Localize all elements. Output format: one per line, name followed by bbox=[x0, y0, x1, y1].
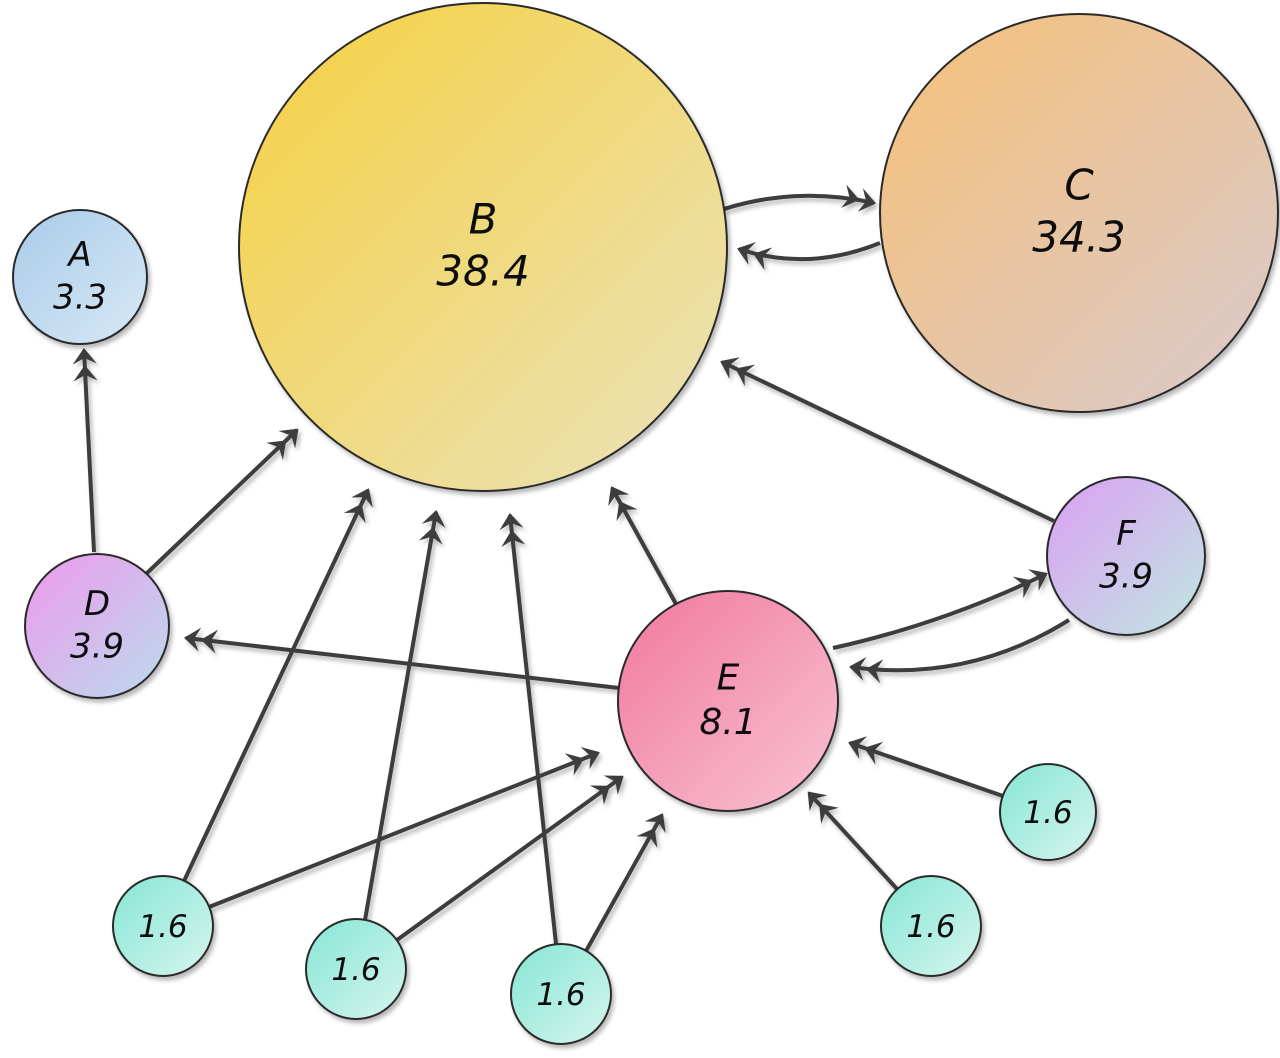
edge-E-F bbox=[832, 569, 1048, 650]
node-value-S3: 1.6 bbox=[536, 977, 585, 1013]
edge-S2-E bbox=[395, 775, 624, 942]
node-value-S2: 1.6 bbox=[331, 952, 380, 988]
node-label-C: C bbox=[1064, 161, 1094, 210]
node-circle-D bbox=[24, 553, 170, 699]
edge-S2-B bbox=[363, 510, 446, 921]
node-circle-A bbox=[12, 209, 148, 345]
node-value-S1: 1.6 bbox=[138, 909, 187, 945]
node-label-E: E bbox=[717, 657, 740, 698]
node-value-S4: 1.6 bbox=[906, 909, 955, 945]
edge-C-B bbox=[737, 241, 881, 271]
node-circle-F bbox=[1046, 476, 1206, 636]
node-circle-S4 bbox=[880, 875, 982, 977]
edge-S1-B bbox=[182, 488, 373, 882]
edge-B-C bbox=[723, 184, 876, 212]
node-B: B38.4 bbox=[238, 2, 728, 492]
node-label-B: B bbox=[469, 195, 498, 244]
node-label-A: A bbox=[66, 235, 91, 275]
node-D: D3.9 bbox=[24, 553, 170, 699]
node-value-C: 34.3 bbox=[1032, 213, 1126, 262]
node-circle-S3 bbox=[510, 943, 612, 1045]
edge-S1-E bbox=[208, 746, 600, 909]
node-A: A3.3 bbox=[12, 209, 148, 345]
edge-S3-B bbox=[499, 513, 558, 945]
edge-D-A bbox=[72, 348, 98, 553]
node-label-F: F bbox=[1116, 514, 1136, 554]
nodes-layer: A3.3B38.4C34.3D3.9E8.1F3.91.61.61.61.61.… bbox=[12, 2, 1279, 1045]
edge-E-B bbox=[608, 486, 678, 605]
node-F: F3.9 bbox=[1046, 476, 1206, 636]
node-value-S5: 1.6 bbox=[1023, 795, 1072, 831]
node-circle-C bbox=[879, 13, 1279, 413]
edge-F-B bbox=[720, 357, 1055, 523]
node-S1: 1.6 bbox=[112, 875, 214, 977]
edge-E-D bbox=[184, 627, 620, 690]
node-S3: 1.6 bbox=[510, 943, 612, 1045]
node-circle-B bbox=[238, 2, 728, 492]
node-value-B: 38.4 bbox=[436, 247, 530, 296]
node-S4: 1.6 bbox=[880, 875, 982, 977]
edges-layer bbox=[72, 184, 1071, 952]
edge-S4-E bbox=[807, 791, 899, 891]
node-value-D: 3.9 bbox=[70, 626, 124, 666]
node-value-A: 3.3 bbox=[53, 277, 107, 317]
edge-F-E bbox=[849, 618, 1071, 684]
node-circle-S5 bbox=[999, 763, 1097, 861]
node-circle-S1 bbox=[112, 875, 214, 977]
node-circle-E bbox=[617, 590, 839, 812]
node-value-E: 8.1 bbox=[699, 702, 756, 743]
node-value-F: 3.9 bbox=[1099, 556, 1153, 596]
node-S5: 1.6 bbox=[999, 763, 1097, 861]
node-C: C34.3 bbox=[879, 13, 1279, 413]
edge-D-B bbox=[144, 428, 299, 576]
node-E: E8.1 bbox=[617, 590, 839, 812]
node-circle-S2 bbox=[305, 918, 407, 1020]
edge-S5-E bbox=[848, 736, 1004, 798]
node-S2: 1.6 bbox=[305, 918, 407, 1020]
node-label-D: D bbox=[84, 584, 110, 624]
edge-S3-E bbox=[584, 813, 666, 952]
